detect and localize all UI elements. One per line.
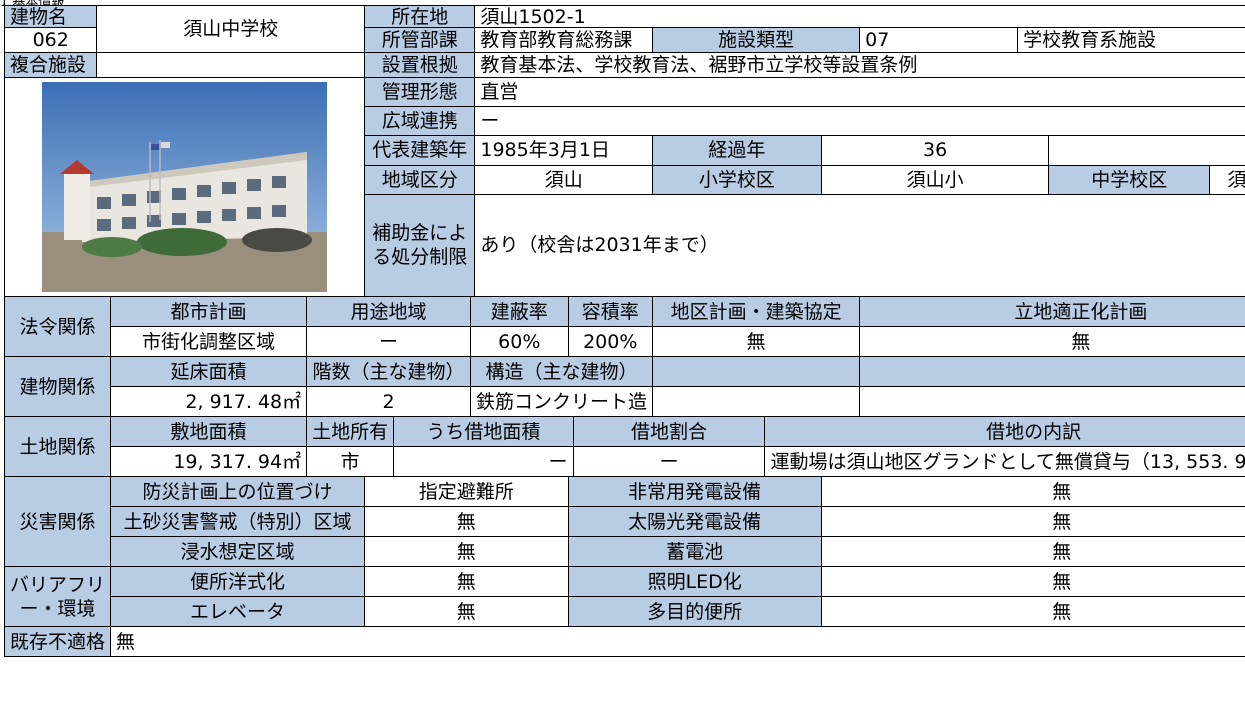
land-leased-area-value: ー: [393, 446, 574, 477]
disaster-item: 浸水想定区域: [110, 536, 366, 567]
law-relation-label: 法令関係: [3, 296, 112, 357]
location-label: 所在地: [364, 5, 476, 28]
law-header-zoning: 用途地域: [306, 296, 471, 327]
construction-year-label: 代表建築年: [364, 135, 476, 166]
barrier-value: 無: [364, 566, 569, 597]
facility-type-value: 学校教育系施設: [1017, 27, 1245, 53]
disaster-item: 防災計画上の位置づけ: [110, 476, 366, 507]
facility-info-sheet: 建物名 須山中学校 所在地 須山1502-1 062 所管部課 教育部教育総務課…: [3, 5, 1245, 657]
law-district-plan-value: 無: [652, 326, 861, 357]
junior-high-district-label: 中学校区: [1048, 164, 1211, 195]
department-value: 教育部教育総務課: [474, 27, 654, 53]
complex-facility-label: 複合施設: [3, 52, 98, 78]
barrier-item: エレベータ: [110, 596, 366, 627]
location-value: 須山1502-1: [474, 5, 1245, 28]
subsidy-restriction-value: あり（校舎は2031年まで）: [474, 193, 1245, 298]
building-stories-value: 2: [306, 386, 471, 417]
law-city-planning-value: 市街化調整区域: [110, 326, 308, 357]
building-header-blank-1: [652, 356, 861, 387]
barrier-item: 便所洋式化: [110, 566, 366, 597]
law-zoning-value: ー: [306, 326, 471, 357]
building-structure-value: 鉄筋コンクリート造: [469, 386, 654, 417]
land-ownership-value: 市: [306, 446, 395, 477]
land-header-site-area: 敷地面積: [110, 416, 308, 447]
elapsed-years-label: 経過年: [652, 135, 822, 166]
facility-type-code: 07: [859, 27, 1019, 53]
disaster-relation-label: 災害関係: [3, 476, 112, 567]
land-lease-breakdown-value: 運動場は須山地区グランドとして無償貸与（13, 553. 94㎡）: [764, 446, 1245, 477]
management-label: 管理形態: [364, 76, 476, 108]
building-number: 062: [3, 27, 98, 53]
land-lease-ratio-value: ー: [572, 446, 766, 477]
barrier-value-2: 無: [820, 566, 1245, 597]
building-floor-area-value: 2, 917. 48㎡: [110, 386, 308, 417]
management-value: 直営: [474, 76, 1245, 108]
barrier-free-label: バリアフリー・環境: [3, 566, 112, 627]
nonconforming-label: 既存不適格: [3, 626, 112, 657]
land-header-lease-breakdown: 借地の内訳: [764, 416, 1245, 447]
building-blank-1: [652, 386, 861, 417]
disaster-value: 無: [364, 506, 569, 537]
elementary-district-value: 須山小: [820, 164, 1050, 195]
regional-cooperation-value: ー: [474, 106, 1245, 137]
area-division-label: 地域区分: [364, 164, 476, 195]
disaster-value-2: 無: [820, 536, 1245, 567]
barrier-value: 無: [364, 596, 569, 627]
land-header-lease-ratio: 借地割合: [572, 416, 766, 447]
disaster-item-2: 太陽光発電設備: [567, 506, 822, 537]
disaster-value: 無: [364, 536, 569, 567]
regional-cooperation-label: 広域連携: [364, 106, 476, 137]
disaster-value-2: 無: [820, 506, 1245, 537]
section-caption: 1 基本情報: [0, 0, 64, 10]
building-name-label: 建物名: [3, 5, 98, 28]
barrier-value-2: 無: [820, 596, 1245, 627]
school-photo-image: [42, 82, 328, 292]
basis-label: 設置根拠: [364, 52, 476, 78]
land-header-leased-area: うち借地面積: [393, 416, 574, 447]
disaster-item: 土砂災害警戒（特別）区域: [110, 506, 366, 537]
land-site-area-value: 19, 317. 94㎡: [110, 446, 308, 477]
building-blank-2: [859, 386, 1245, 417]
land-header-ownership: 土地所有: [306, 416, 395, 447]
department-label: 所管部課: [364, 27, 476, 53]
junior-high-district-value: 須山中: [1209, 164, 1245, 195]
law-header-location-plan: 立地適正化計画: [859, 296, 1245, 327]
building-header-stories: 階数（主な建物）: [306, 356, 471, 387]
land-relation-label: 土地関係: [3, 416, 112, 477]
building-name: 須山中学校: [96, 5, 366, 53]
law-header-city-planning: 都市計画: [110, 296, 308, 327]
elapsed-years-value: 36: [820, 135, 1050, 166]
building-relation-label: 建物関係: [3, 356, 112, 417]
complex-facility-value: [96, 52, 366, 78]
disaster-item-2: 非常用発電設備: [567, 476, 822, 507]
disaster-item-2: 蓄電池: [567, 536, 822, 567]
building-header-floor-area: 延床面積: [110, 356, 308, 387]
empty-cell: [1048, 135, 1245, 166]
law-coverage-ratio-value: 60%: [470, 326, 569, 357]
nonconforming-value: 無: [110, 626, 1245, 657]
disaster-value: 指定避難所: [364, 476, 569, 507]
law-header-coverage-ratio: 建蔽率: [470, 296, 569, 327]
barrier-item-2: 照明LED化: [567, 566, 822, 597]
building-header-structure: 構造（主な建物）: [469, 356, 654, 387]
construction-year-value: 1985年3月1日: [474, 135, 654, 166]
disaster-value-2: 無: [820, 476, 1245, 507]
barrier-item-2: 多目的便所: [567, 596, 822, 627]
law-location-plan-value: 無: [859, 326, 1245, 357]
building-header-blank-2: [859, 356, 1245, 387]
basis-value: 教育基本法、学校教育法、裾野市立学校等設置条例: [474, 52, 1245, 78]
law-floor-ratio-value: 200%: [567, 326, 654, 357]
building-photo: [3, 77, 366, 297]
area-division-value: 須山: [474, 164, 654, 195]
elementary-district-label: 小学校区: [652, 164, 822, 195]
law-header-floor-ratio: 容積率: [567, 296, 654, 327]
subsidy-restriction-label: 補助金による処分制限: [364, 193, 476, 298]
law-header-district-plan: 地区計画・建築協定: [652, 296, 861, 327]
facility-type-label: 施設類型: [652, 27, 861, 53]
